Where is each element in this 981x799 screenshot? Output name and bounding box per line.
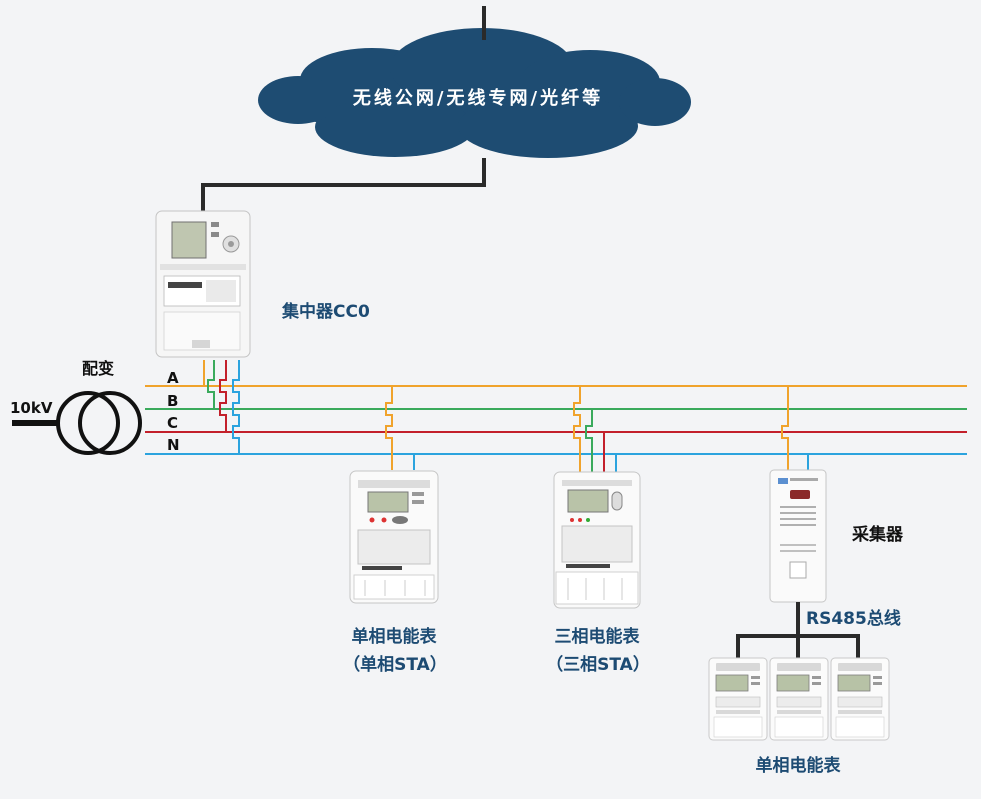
phase-a-label: A <box>167 369 179 387</box>
network-label: 无线公网/无线专网/光纤等 <box>352 88 604 109</box>
phase-c-label: C <box>167 414 179 432</box>
single-phase-meter-device <box>349 470 439 604</box>
collector-label: 采集器 <box>852 525 903 545</box>
phase-b-label: B <box>167 392 179 410</box>
single-phase-meter-title: 单相电能表 <box>351 627 437 647</box>
transformer-icon <box>12 391 142 455</box>
voltage-label: 10kV <box>10 399 53 417</box>
single-meter-drops <box>385 386 415 470</box>
three-phase-meter-device <box>553 471 641 609</box>
bus-meters-label: 单相电能表 <box>755 756 841 776</box>
single-phase-meter-subtitle: （单相STA） <box>343 655 447 675</box>
bus-meters <box>708 657 890 741</box>
neutral-label: N <box>167 436 180 454</box>
concentrator-device <box>155 210 251 358</box>
collector-device <box>769 469 827 603</box>
concentrator-drops <box>203 360 240 454</box>
bus-meter-2 <box>769 657 829 741</box>
three-phase-meter-title: 三相电能表 <box>554 627 640 647</box>
cloud-network <box>258 28 691 158</box>
three-meter-drops <box>573 386 617 472</box>
three-phase-meter-subtitle: （三相STA） <box>546 655 650 675</box>
bus-meter-3 <box>830 657 890 741</box>
rs485-label: RS485总线 <box>806 609 901 629</box>
concentrator-label: 集中器CC0 <box>282 302 370 322</box>
bus-meter-1 <box>708 657 768 741</box>
transformer-label: 配变 <box>82 359 115 378</box>
collector-drops <box>781 386 809 470</box>
uplink-line <box>201 6 486 212</box>
phase-lines <box>145 385 967 455</box>
